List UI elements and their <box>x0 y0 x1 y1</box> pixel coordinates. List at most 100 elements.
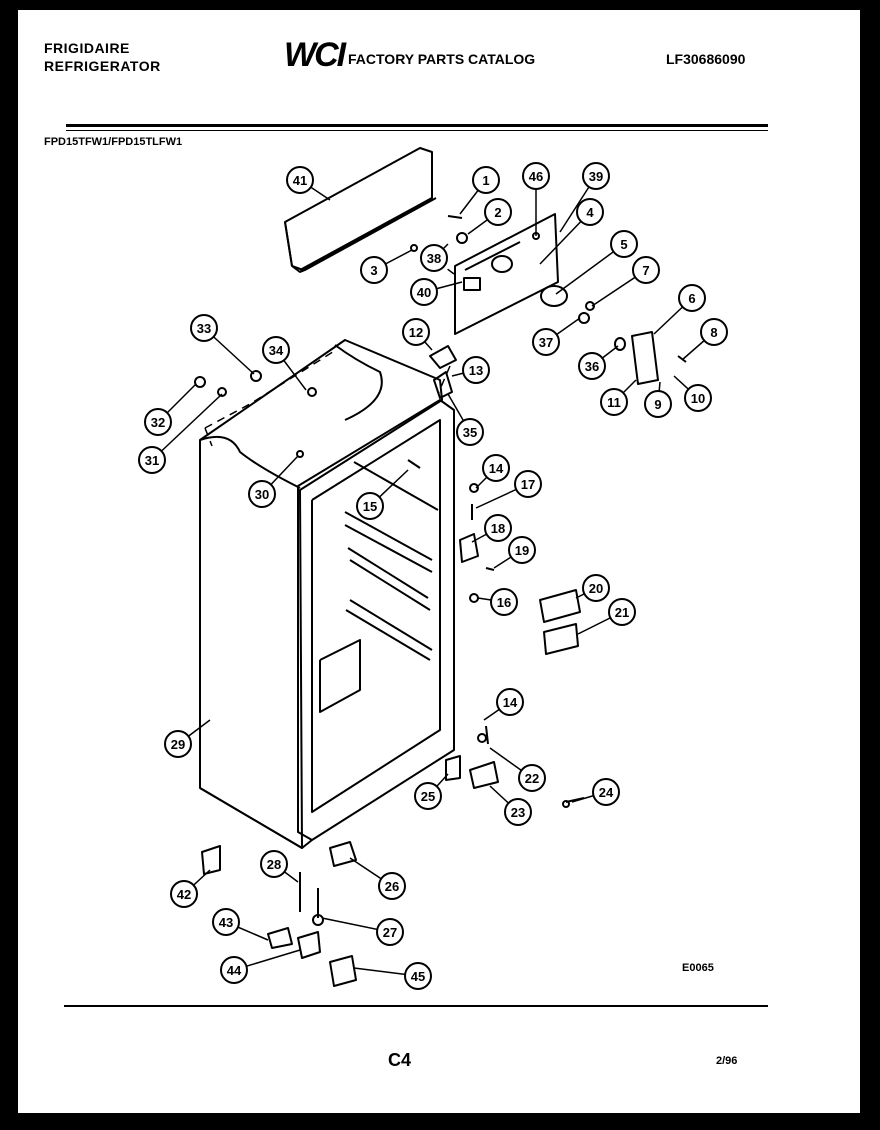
callout-33: 33 <box>190 314 218 342</box>
callout-number: 30 <box>255 487 269 502</box>
callout-circle <box>514 470 542 498</box>
callout-number: 46 <box>529 169 543 184</box>
callout-number: 37 <box>539 335 553 350</box>
callout-17: 17 <box>514 470 542 498</box>
callout-number: 20 <box>589 581 603 596</box>
callout-35: 35 <box>456 418 484 446</box>
callout-9: 9 <box>644 390 672 418</box>
callout-number: 45 <box>411 969 425 984</box>
callout-30: 30 <box>248 480 276 508</box>
callout-13: 13 <box>462 356 490 384</box>
callout-31: 31 <box>138 446 166 474</box>
callout-number: 1 <box>482 173 489 188</box>
hardware-parts <box>194 215 687 987</box>
callout-number: 29 <box>171 737 185 752</box>
callout-circle <box>260 850 288 878</box>
callout-number: 41 <box>293 173 307 188</box>
callout-26: 26 <box>378 872 406 900</box>
wci-logo: WCI <box>284 36 346 74</box>
callout-number: 39 <box>589 169 603 184</box>
callout-16: 16 <box>490 588 518 616</box>
callout-number: 8 <box>710 325 717 340</box>
callout-36: 36 <box>578 352 606 380</box>
callout-circle <box>462 356 490 384</box>
callout-circle <box>582 574 610 602</box>
callout-32: 32 <box>144 408 172 436</box>
callout-circle <box>504 798 532 826</box>
callout-number: 34 <box>269 343 284 358</box>
callout-circle <box>522 162 550 190</box>
callout-circle <box>608 598 636 626</box>
callout-number: 35 <box>463 425 477 440</box>
callout-circle <box>472 166 500 194</box>
callout-circle <box>190 314 218 342</box>
header-rule-thick <box>66 124 768 127</box>
callout-circle <box>508 536 536 564</box>
callout-3: 3 <box>360 256 388 284</box>
callout-circle <box>484 198 512 226</box>
callout-circle <box>144 408 172 436</box>
callout-44: 44 <box>220 956 248 984</box>
callout-number: 23 <box>511 805 525 820</box>
control-panel-part <box>454 213 568 335</box>
callout-20: 20 <box>582 574 610 602</box>
callout-1: 1 <box>472 166 500 194</box>
callout-number: 3 <box>370 263 377 278</box>
callout-circle <box>632 256 660 284</box>
callout-37: 37 <box>532 328 560 356</box>
callout-circle <box>610 230 638 258</box>
callout-43: 43 <box>212 908 240 936</box>
callout-circle <box>678 284 706 312</box>
callout-22: 22 <box>518 764 546 792</box>
callout-circle <box>456 418 484 446</box>
callout-number: 13 <box>469 363 483 378</box>
callout-number: 2 <box>494 205 501 220</box>
callout-circle <box>484 514 512 542</box>
callout-12: 12 <box>402 318 430 346</box>
callout-number: 11 <box>607 395 621 410</box>
callout-41: 41 <box>286 166 314 194</box>
product-type: REFRIGERATOR <box>44 58 161 74</box>
callout-number: 9 <box>654 397 661 412</box>
callout-number: 24 <box>599 785 614 800</box>
callout-number: 27 <box>383 925 397 940</box>
callout-circle <box>402 318 430 346</box>
callout-number: 18 <box>491 521 505 536</box>
callout-number: 31 <box>145 453 159 468</box>
callout-number: 26 <box>385 879 399 894</box>
light-switch-part <box>614 331 659 385</box>
figure-code: E0065 <box>682 962 714 974</box>
callout-circle <box>532 328 560 356</box>
callout-number: 15 <box>363 499 377 514</box>
callout-8: 8 <box>700 318 728 346</box>
callout-25: 25 <box>414 782 442 810</box>
callout-24: 24 <box>592 778 620 806</box>
callout-number: 28 <box>267 857 281 872</box>
callout-number: 4 <box>586 205 594 220</box>
page-number: C4 <box>388 1050 412 1070</box>
callout-number: 44 <box>227 963 242 978</box>
callout-14: 14 <box>496 688 524 716</box>
callout-number: 43 <box>219 915 233 930</box>
callout-circle <box>410 278 438 306</box>
callout-number: 22 <box>525 771 539 786</box>
top-cover-part <box>284 147 437 273</box>
callout-42: 42 <box>170 880 198 908</box>
callout-46: 46 <box>522 162 550 190</box>
callout-circle <box>496 688 524 716</box>
callout-circle <box>378 872 406 900</box>
callout-34: 34 <box>262 336 290 364</box>
callout-circle <box>248 480 276 508</box>
callout-15: 15 <box>356 492 384 520</box>
callout-14: 14 <box>482 454 510 482</box>
callout-number: 21 <box>615 605 629 620</box>
callout-number: 10 <box>691 391 705 406</box>
callout-21: 21 <box>608 598 636 626</box>
callout-circle <box>482 454 510 482</box>
callout-circle <box>138 446 166 474</box>
callout-10: 10 <box>684 384 712 412</box>
callout-39: 39 <box>582 162 610 190</box>
